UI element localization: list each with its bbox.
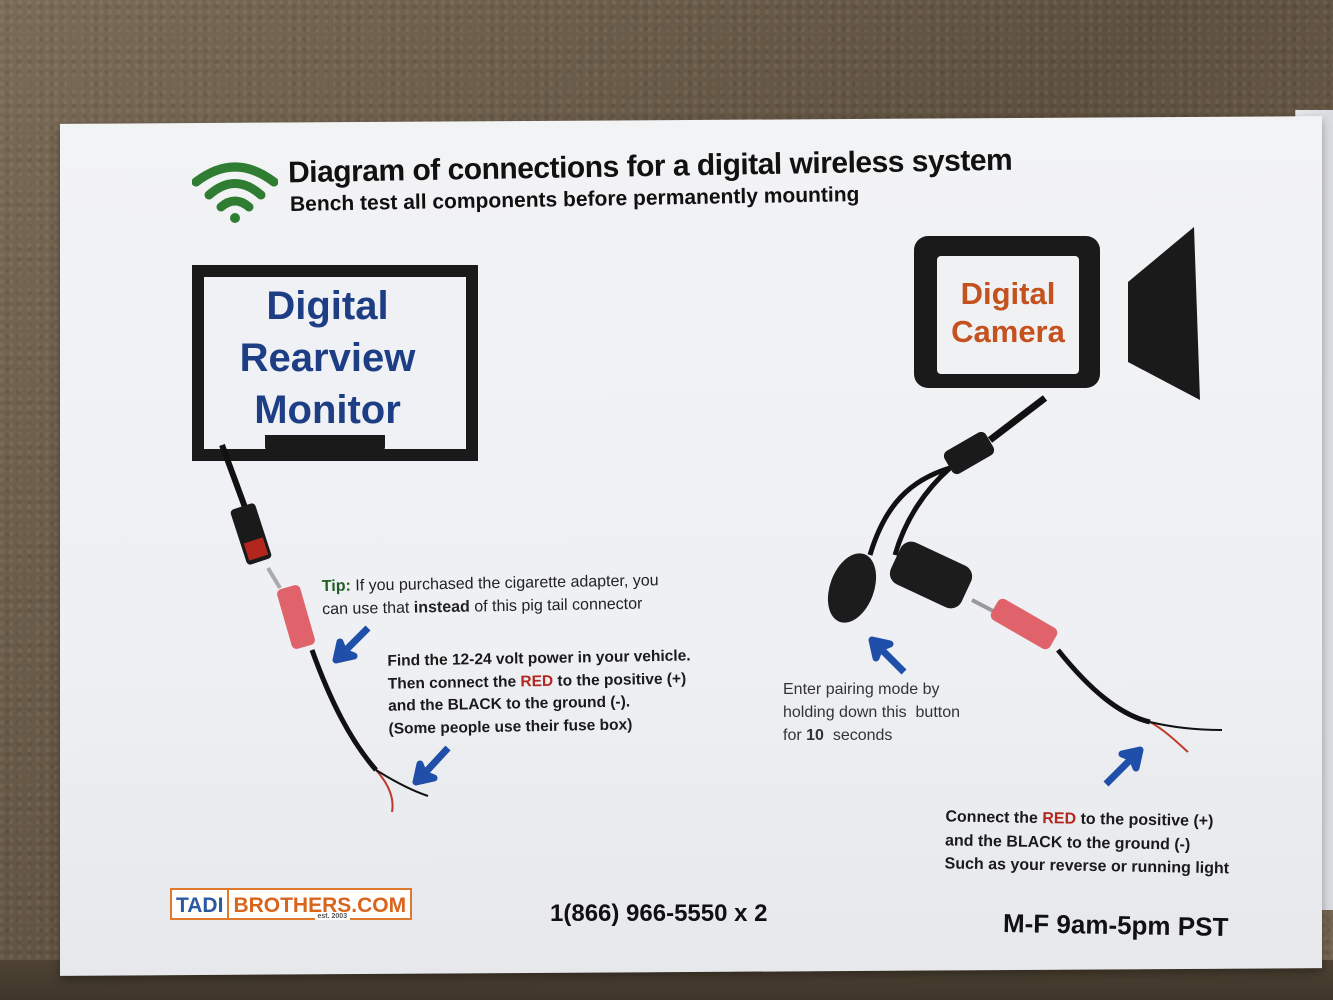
arrow-to-monitor-wires-icon <box>412 745 451 786</box>
camera-lens-icon <box>1128 227 1200 400</box>
support-phone: 1(866) 966-5550 x 2 <box>550 900 768 927</box>
pair-note-seconds-value: 10 <box>806 727 824 744</box>
monitor-label: Digital Rearview Monitor <box>205 280 450 436</box>
monitor-illustration <box>192 265 478 461</box>
monitor-power-note: Find the 12-24 volt power in your vehicl… <box>387 645 699 740</box>
monitor-label-line3: Monitor <box>254 388 401 432</box>
monitor-label-line2: Rearview <box>239 336 416 380</box>
camera-screen <box>937 256 1079 374</box>
cam-note-line1-b: to the positive (+) <box>1075 810 1214 831</box>
arrow-to-pigtail-icon <box>332 625 371 664</box>
logo-brothers-text: BROTHERS.COM <box>233 894 407 917</box>
pair-note-line2: holding down this button <box>783 704 961 721</box>
power-note-red: RED <box>520 672 554 690</box>
cam-note-line1-a: Connect the <box>945 808 1043 828</box>
pairing-button <box>827 553 877 623</box>
pair-note-line3-b: seconds <box>823 727 893 744</box>
arrow-to-camera-wires-icon <box>1103 746 1144 787</box>
camera-cable-connector <box>943 431 995 475</box>
camera-label-line2: Camera <box>951 314 1065 349</box>
tip-note: Tip: If you purchased the cigarette adap… <box>322 569 683 621</box>
camera-pigtail-plug <box>990 598 1058 650</box>
logo-tadi: TADI <box>170 888 228 920</box>
pair-note-line3: for 10 seconds <box>783 724 1013 747</box>
tip-text-2: of this pig tail connector <box>469 595 643 616</box>
arrow-to-pairing-button-icon <box>868 636 907 675</box>
pair-note-line3-a: for <box>783 727 807 744</box>
pairing-note: Enter pairing mode by holding down this … <box>783 678 1013 747</box>
support-hours: M-F 9am-5pm PST <box>1002 908 1229 942</box>
pigtail-plug <box>277 585 315 649</box>
tip-prefix: Tip: <box>321 577 352 596</box>
monitor-connector-ring <box>243 537 269 561</box>
monitor-label-line1: Digital <box>266 284 389 328</box>
wifi-icon <box>192 162 278 223</box>
camera-label: Digital Camera <box>937 275 1079 351</box>
camera-power-jack <box>889 541 973 609</box>
logo-est: est. 2003 <box>314 913 351 920</box>
tip-emphasis: instead <box>413 598 470 617</box>
power-note-line2-b: to the positive (+) <box>553 670 687 690</box>
cam-note-red: RED <box>1042 810 1077 828</box>
camera-power-note: Connect the RED to the positive (+) and … <box>944 805 1245 881</box>
camera-label-line1: Digital <box>960 276 1056 311</box>
monitor-stand <box>265 435 385 451</box>
power-note-line2-a: Then connect the <box>387 672 521 693</box>
pair-note-line1: Enter pairing mode by <box>783 681 940 698</box>
